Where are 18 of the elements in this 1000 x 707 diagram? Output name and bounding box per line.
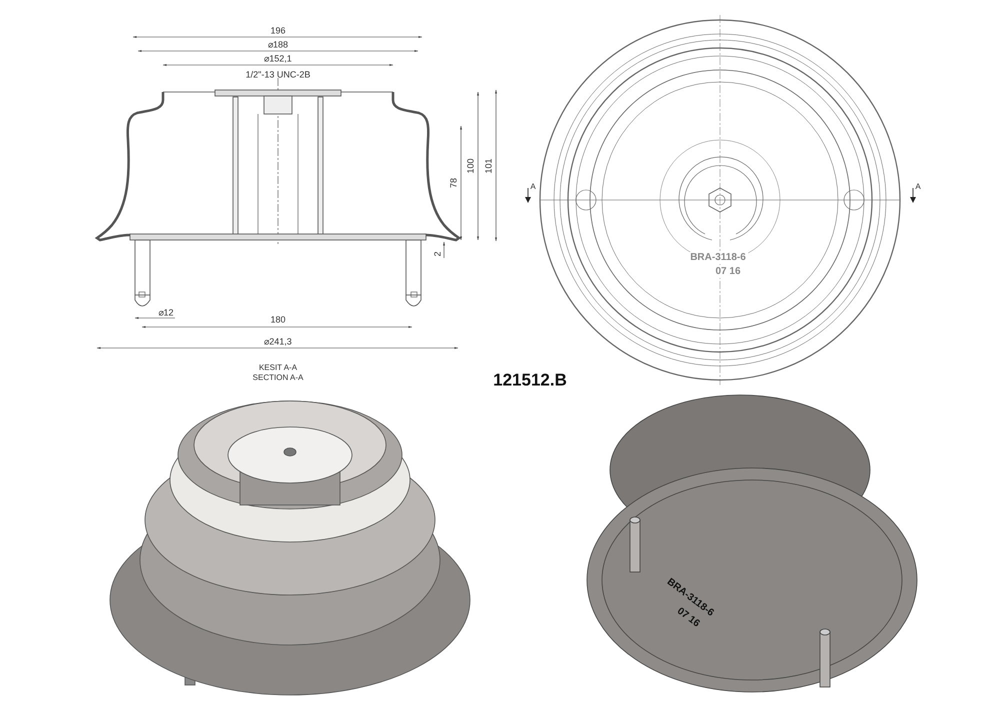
- thread-spec: 1/2"-13 UNC-2B: [246, 70, 310, 80]
- dimension-value: ⌀241,3: [264, 338, 292, 346]
- dimension-value: ⌀152,1: [264, 54, 292, 64]
- dimension-value: 180: [270, 316, 286, 324]
- date-code: 07 16: [713, 266, 743, 278]
- dimension-value: 78: [450, 178, 458, 188]
- dimension-value: 101: [484, 158, 494, 174]
- view-caption: KESIT A-A: [258, 364, 298, 372]
- dimension-value: 2: [434, 252, 442, 256]
- dimension-value: 196: [270, 26, 286, 36]
- view-caption: SECTION A-A: [252, 374, 304, 382]
- section-letter: A: [530, 183, 536, 191]
- dimension-value: ⌀188: [268, 40, 288, 50]
- section-letter: A: [915, 183, 921, 191]
- part-number: BRA-3118-6: [688, 252, 748, 264]
- dimension-value: 100: [466, 158, 476, 174]
- dimension-value: ⌀12: [158, 308, 174, 318]
- drawing-number: 121512.B: [493, 372, 567, 388]
